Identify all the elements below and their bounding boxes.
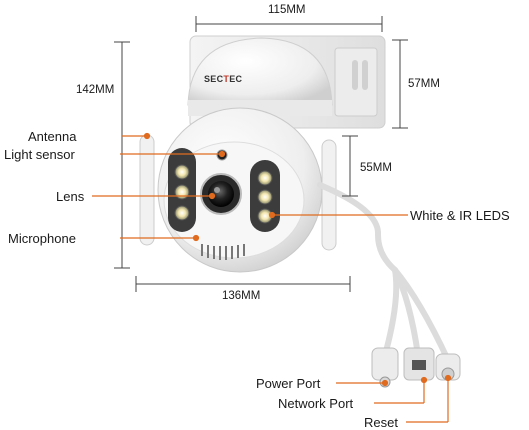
brand-logo: SECTEC <box>204 74 243 84</box>
cable-harness <box>317 182 451 363</box>
dimension-height-total: 142MM <box>76 84 115 96</box>
lens <box>200 173 242 215</box>
dimension-width-top: 115MM <box>268 4 306 16</box>
callout-reset: Reset <box>364 415 398 430</box>
dimension-height-mount: 57MM <box>408 78 440 90</box>
callout-lens: Lens <box>56 189 85 204</box>
callout-network-port: Network Port <box>278 396 354 411</box>
callout-leds: White & IR LEDS <box>410 208 510 223</box>
callout-leaders <box>92 132 452 423</box>
antennas <box>139 134 337 251</box>
dimension-lines <box>114 16 408 292</box>
callout-antenna: Antenna <box>28 129 77 144</box>
callout-light-sensor: Light sensor <box>4 147 75 162</box>
callout-power-port: Power Port <box>256 376 321 391</box>
dimension-width-bottom: 136MM <box>222 290 261 302</box>
dimension-height-neck: 55MM <box>360 162 392 174</box>
callout-microphone: Microphone <box>8 231 76 246</box>
